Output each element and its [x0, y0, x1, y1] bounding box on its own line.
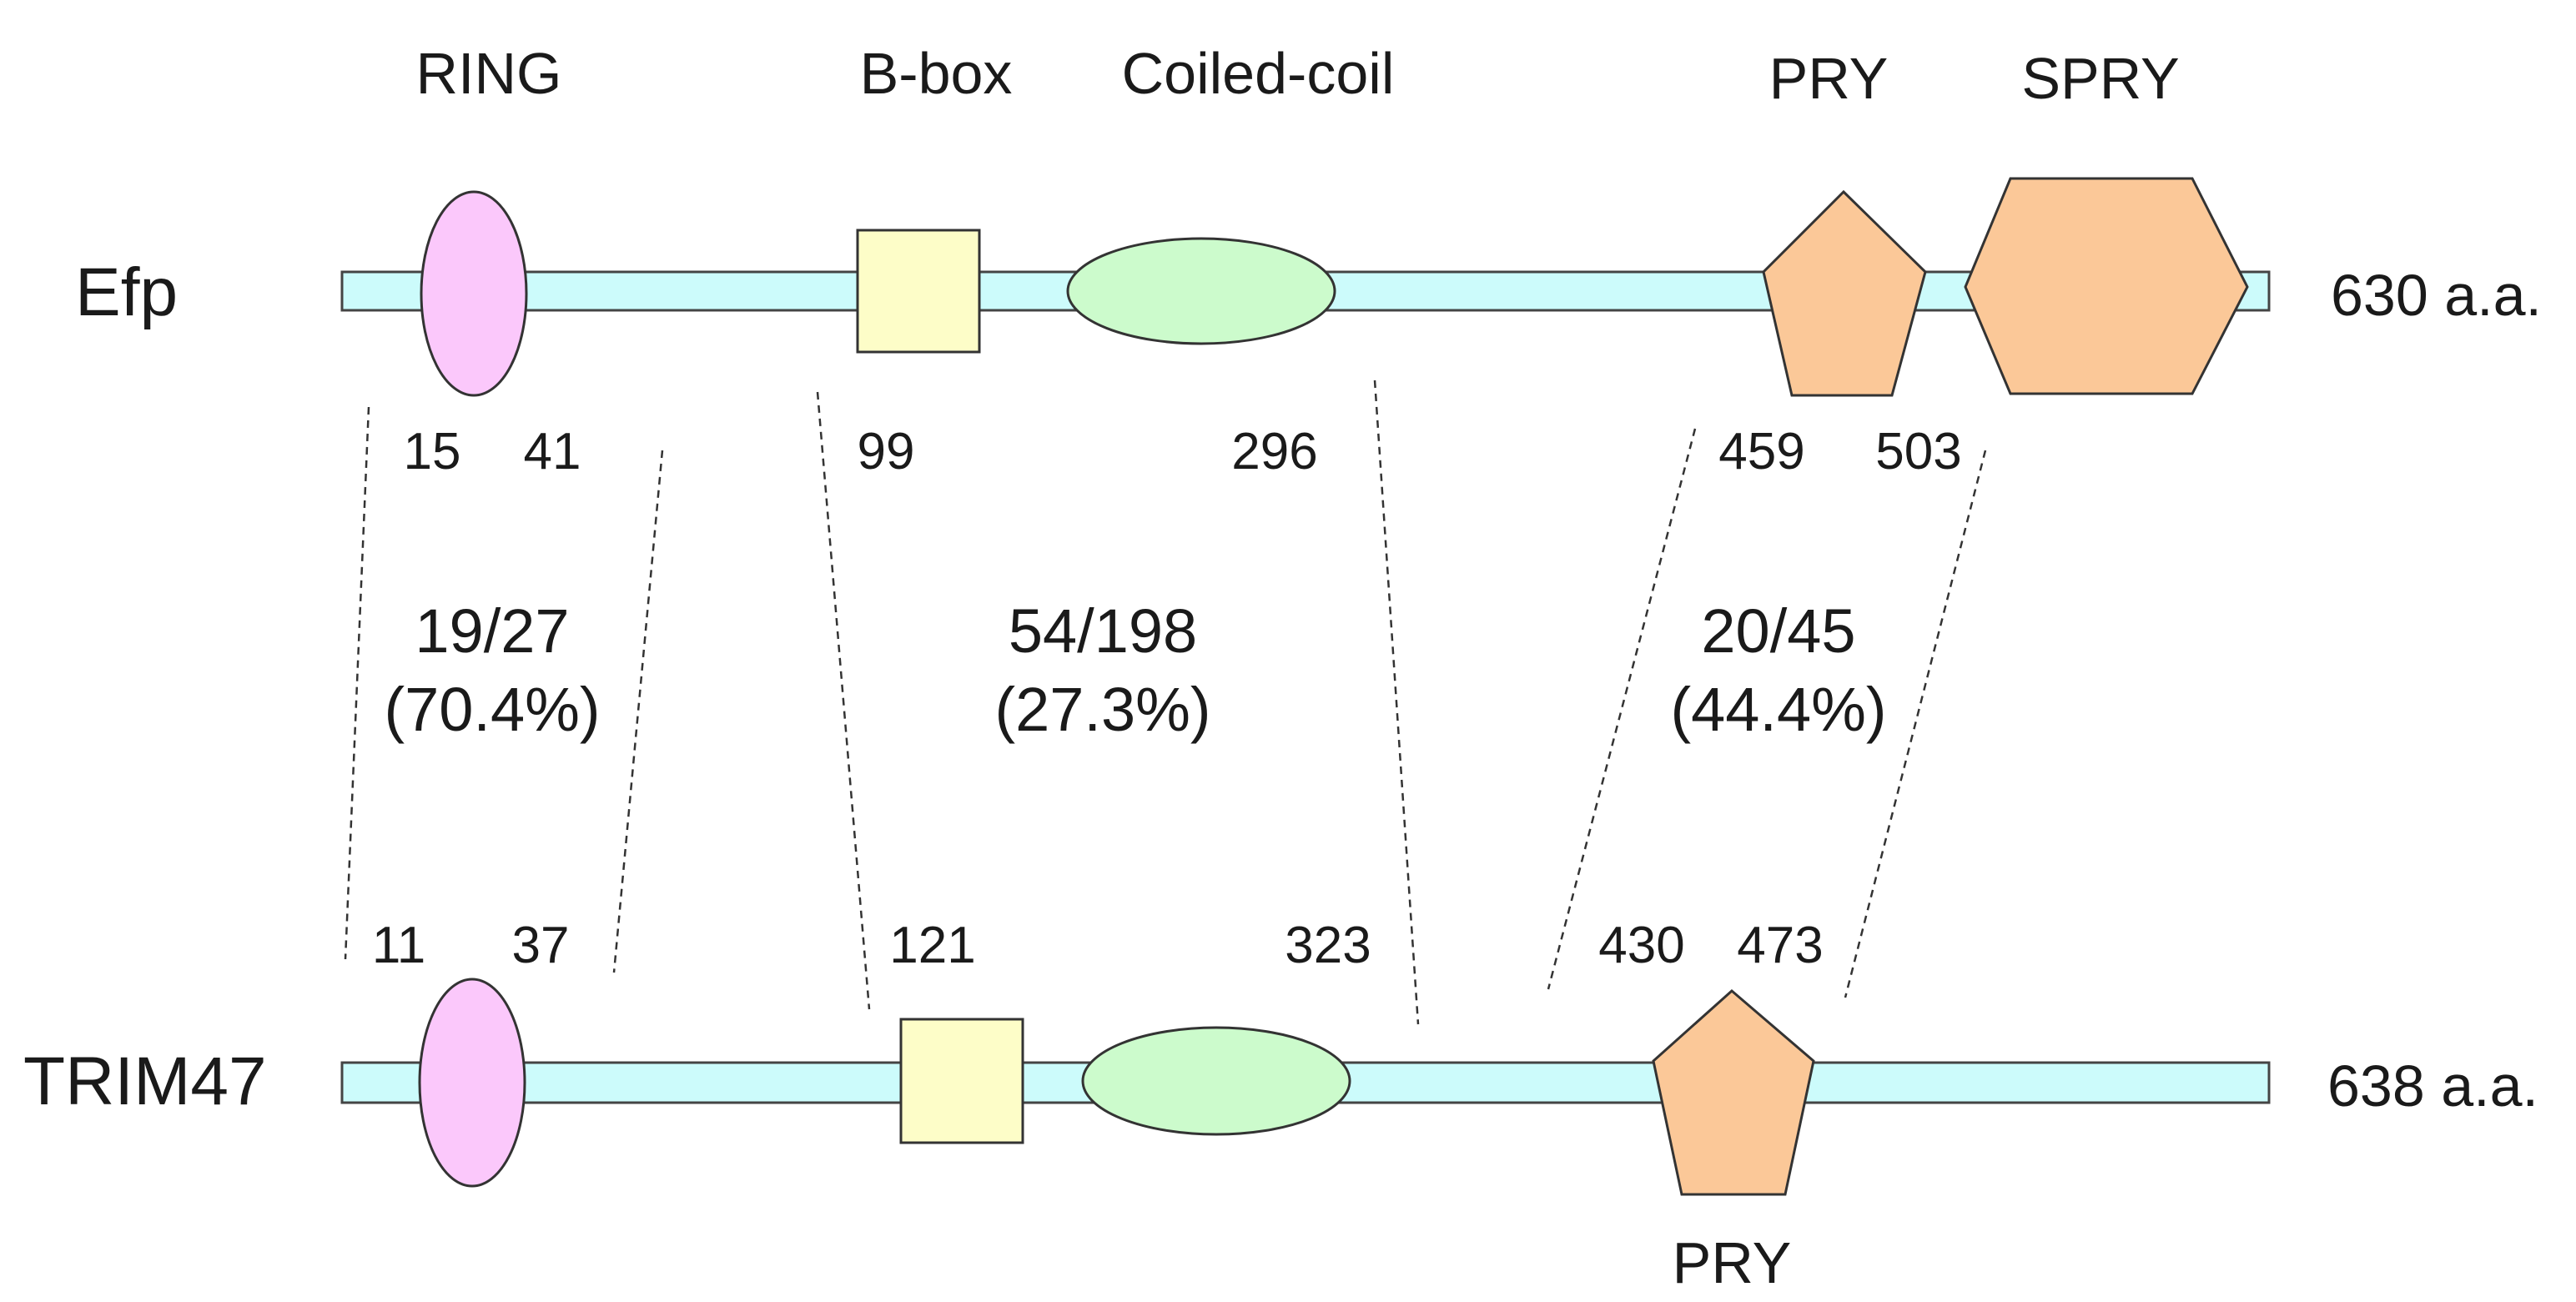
efp-position: 15 [404, 423, 461, 480]
efp-ring-domain [420, 190, 528, 397]
efp-position: 41 [524, 423, 581, 480]
alignment-guide [816, 391, 871, 1010]
identity-percent: (27.3%) [994, 675, 1210, 744]
efp-name: Efp [75, 254, 178, 330]
trim47-name: TRIM47 [23, 1043, 267, 1119]
trim47-coiled-coil-domain [1081, 1026, 1351, 1136]
trim47-pry-domain [1652, 989, 1815, 1196]
efp-position: 503 [1875, 423, 1961, 480]
trim47-position: 323 [1285, 917, 1371, 974]
label-coiled-coil: Coiled-coil [1122, 41, 1395, 106]
trim47-length: 638 a.a. [2327, 1053, 2538, 1119]
label-bbox: B-box [860, 41, 1013, 106]
alignment-guide [344, 406, 370, 960]
trim47-position: 37 [512, 917, 570, 974]
alignment-guide [612, 450, 664, 973]
identity-percent: (44.4%) [1670, 675, 1886, 744]
efp-pry-domain [1762, 189, 1927, 397]
label-ring: RING [416, 41, 562, 106]
identity-ratio: 20/45 [1701, 596, 1855, 666]
efp-position: 459 [1718, 423, 1804, 480]
alignment-guide [1373, 380, 1420, 1025]
identity-percent: (70.4%) [384, 675, 600, 744]
efp-position: 99 [858, 423, 915, 480]
trim47-position: 11 [372, 917, 425, 974]
alignment-guide [1547, 428, 1697, 990]
identity-ratio: 54/198 [1009, 596, 1197, 666]
trim47-ring-domain [418, 978, 526, 1188]
efp-spry-domain [1964, 177, 2249, 395]
identity-ratio: 19/27 [415, 596, 569, 666]
trim47-position: 121 [889, 917, 975, 974]
trim47-position: 430 [1598, 917, 1684, 974]
efp-length: 630 a.a. [2331, 263, 2542, 328]
efp-coiled-coil-domain [1066, 237, 1336, 345]
trim47-position: 473 [1737, 917, 1823, 974]
label-spry: SPRY [2021, 46, 2179, 111]
efp-bbox-domain [856, 229, 981, 354]
trim47-pry-label: PRY [1673, 1230, 1792, 1295]
alignment-guide [1844, 450, 1987, 998]
efp-position: 296 [1231, 423, 1317, 480]
trim47-bbox-domain [899, 1018, 1024, 1144]
label-pry: PRY [1769, 46, 1889, 111]
